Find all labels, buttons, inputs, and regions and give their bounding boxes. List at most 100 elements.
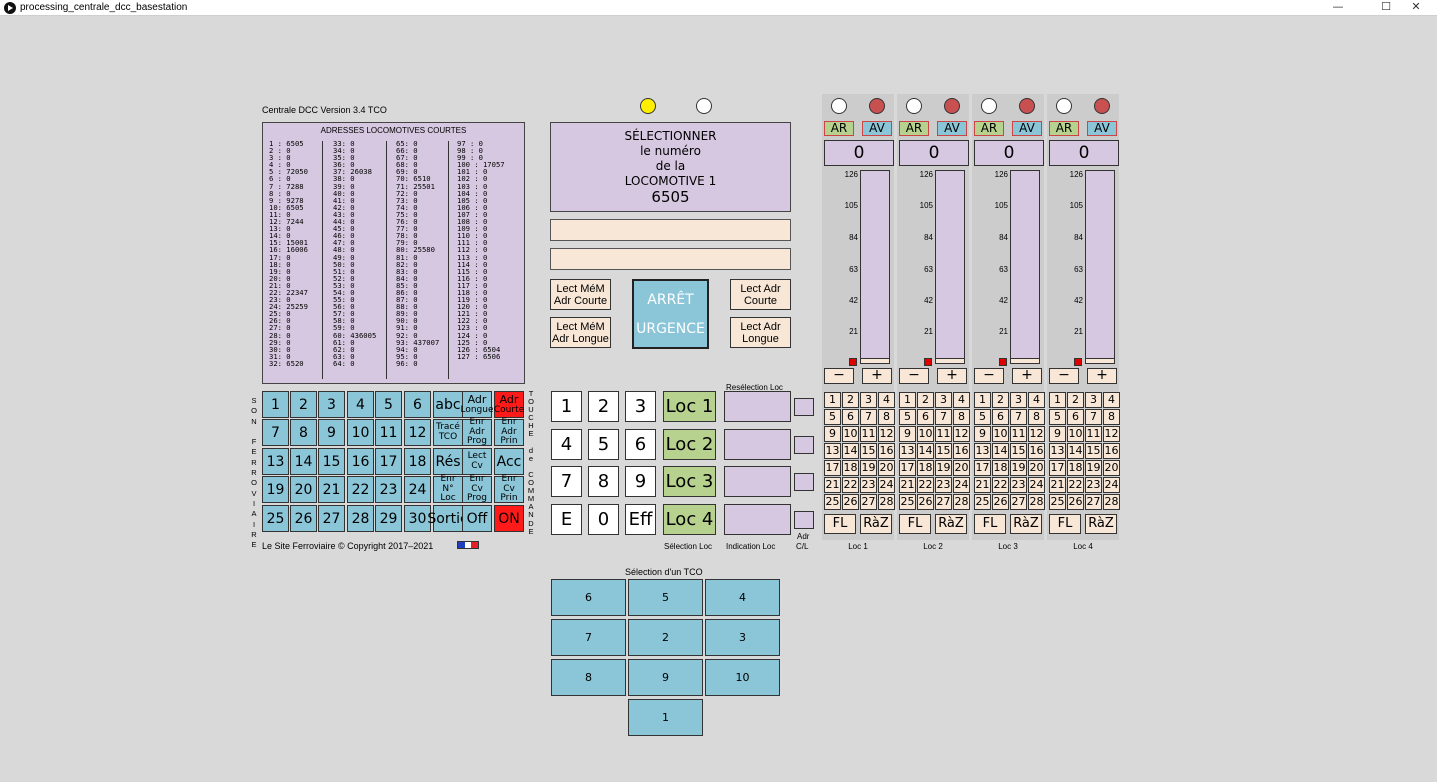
- function-key-28[interactable]: 28: [953, 494, 970, 510]
- function-key-7[interactable]: 7: [860, 409, 877, 425]
- function-key-12[interactable]: 12: [953, 426, 970, 442]
- sound-button-15[interactable]: 15: [318, 448, 345, 475]
- function-button-func_col3-4[interactable]: ON: [494, 505, 524, 532]
- function-key-23[interactable]: 23: [1085, 477, 1102, 493]
- function-key-1[interactable]: 1: [899, 392, 916, 408]
- function-key-6[interactable]: 6: [1067, 409, 1084, 425]
- function-key-22[interactable]: 22: [917, 477, 934, 493]
- sound-button-18[interactable]: 18: [404, 448, 431, 475]
- sound-button-23[interactable]: 23: [375, 476, 402, 503]
- keypad-key-E[interactable]: E: [551, 504, 582, 535]
- sound-button-16[interactable]: 16: [347, 448, 374, 475]
- function-key-24[interactable]: 24: [878, 477, 895, 493]
- function-key-15[interactable]: 15: [1010, 443, 1027, 459]
- function-key-21[interactable]: 21: [824, 477, 841, 493]
- speed-slider[interactable]: [1010, 170, 1040, 364]
- function-key-7[interactable]: 7: [1010, 409, 1027, 425]
- function-key-3[interactable]: 3: [1010, 392, 1027, 408]
- function-key-17[interactable]: 17: [824, 460, 841, 476]
- sound-button-20[interactable]: 20: [290, 476, 317, 503]
- function-key-1[interactable]: 1: [974, 392, 991, 408]
- function-key-18[interactable]: 18: [992, 460, 1009, 476]
- forward-button[interactable]: AV: [1012, 121, 1042, 136]
- tco-button-4[interactable]: 4: [705, 579, 780, 616]
- cl-toggle-4[interactable]: [794, 511, 814, 529]
- function-key-21[interactable]: 21: [1049, 477, 1066, 493]
- sound-button-3[interactable]: 3: [318, 391, 345, 418]
- function-key-13[interactable]: 13: [1049, 443, 1066, 459]
- function-key-6[interactable]: 6: [917, 409, 934, 425]
- function-key-25[interactable]: 25: [824, 494, 841, 510]
- function-key-16[interactable]: 16: [953, 443, 970, 459]
- forward-button[interactable]: AV: [937, 121, 967, 136]
- function-key-16[interactable]: 16: [1103, 443, 1120, 459]
- sound-button-24[interactable]: 24: [404, 476, 431, 503]
- function-key-10[interactable]: 10: [842, 426, 859, 442]
- raz-button[interactable]: RàZ: [935, 514, 967, 534]
- cl-toggle-3[interactable]: [794, 473, 814, 491]
- sound-button-22[interactable]: 22: [347, 476, 374, 503]
- tco-button-2[interactable]: 2: [628, 619, 703, 656]
- function-key-2[interactable]: 2: [917, 392, 934, 408]
- function-key-8[interactable]: 8: [878, 409, 895, 425]
- tco-button-10[interactable]: 10: [705, 659, 780, 696]
- speed-slider[interactable]: [1085, 170, 1115, 364]
- forward-button[interactable]: AV: [1087, 121, 1117, 136]
- keypad-key-6[interactable]: 6: [625, 429, 656, 460]
- reverse-button[interactable]: AR: [824, 121, 854, 136]
- function-key-26[interactable]: 26: [917, 494, 934, 510]
- sound-button-12[interactable]: 12: [404, 419, 431, 446]
- keypad-key-5[interactable]: 5: [588, 429, 619, 460]
- sound-button-1[interactable]: 1: [262, 391, 289, 418]
- tco-button-3[interactable]: 3: [705, 619, 780, 656]
- function-button-func_col1-0[interactable]: abc: [433, 391, 463, 418]
- raz-button[interactable]: RàZ: [1010, 514, 1042, 534]
- sound-button-6[interactable]: 6: [404, 391, 431, 418]
- function-key-25[interactable]: 25: [974, 494, 991, 510]
- function-key-19[interactable]: 19: [935, 460, 952, 476]
- function-key-27[interactable]: 27: [935, 494, 952, 510]
- function-key-23[interactable]: 23: [860, 477, 877, 493]
- fl-button[interactable]: FL: [1049, 514, 1081, 534]
- function-key-2[interactable]: 2: [842, 392, 859, 408]
- keypad-key-9[interactable]: 9: [625, 466, 656, 497]
- function-key-5[interactable]: 5: [824, 409, 841, 425]
- function-key-15[interactable]: 15: [1085, 443, 1102, 459]
- function-key-22[interactable]: 22: [842, 477, 859, 493]
- keypad-key-7[interactable]: 7: [551, 466, 582, 497]
- minimize-icon[interactable]: —: [1332, 0, 1344, 13]
- keypad-key-Eff[interactable]: Eff: [625, 504, 656, 535]
- speed-minus-button[interactable]: −: [1049, 368, 1079, 384]
- function-button-func_col2-4[interactable]: Off: [462, 505, 492, 532]
- function-key-13[interactable]: 13: [824, 443, 841, 459]
- function-key-18[interactable]: 18: [1067, 460, 1084, 476]
- speed-plus-button[interactable]: +: [1012, 368, 1042, 384]
- sound-button-28[interactable]: 28: [347, 505, 374, 532]
- sound-button-13[interactable]: 13: [262, 448, 289, 475]
- input-field-1[interactable]: [550, 219, 791, 241]
- function-key-18[interactable]: 18: [917, 460, 934, 476]
- function-key-10[interactable]: 10: [992, 426, 1009, 442]
- function-key-4[interactable]: 4: [953, 392, 970, 408]
- function-key-25[interactable]: 25: [1049, 494, 1066, 510]
- loc-select-button-2[interactable]: Loc 2: [663, 429, 716, 460]
- tco-button-9[interactable]: 9: [628, 659, 703, 696]
- function-key-11[interactable]: 11: [1085, 426, 1102, 442]
- function-key-11[interactable]: 11: [935, 426, 952, 442]
- function-key-21[interactable]: 21: [899, 477, 916, 493]
- sound-button-25[interactable]: 25: [262, 505, 289, 532]
- loc-select-button-3[interactable]: Loc 3: [663, 466, 716, 497]
- input-field-2[interactable]: [550, 248, 791, 270]
- loc-select-button-1[interactable]: Loc 1: [663, 391, 716, 422]
- sound-button-11[interactable]: 11: [375, 419, 402, 446]
- function-button-func_col1-4[interactable]: Sortie: [427, 505, 469, 532]
- sound-button-29[interactable]: 29: [375, 505, 402, 532]
- maximize-icon[interactable]: ☐: [1381, 0, 1391, 13]
- function-key-9[interactable]: 9: [1049, 426, 1066, 442]
